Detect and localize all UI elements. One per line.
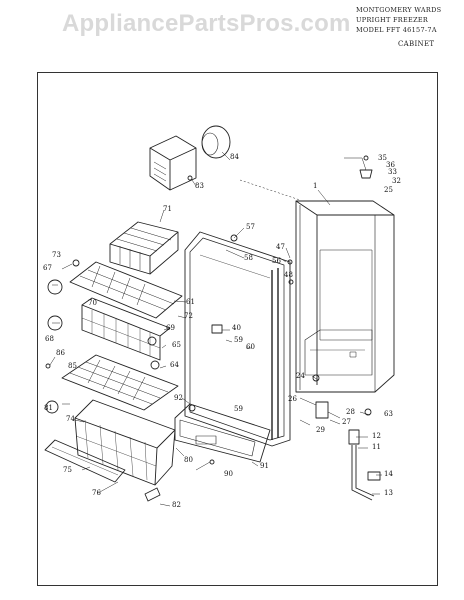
- callout-64: 64: [170, 361, 179, 369]
- callout-75: 75: [63, 466, 72, 474]
- callout-76: 76: [92, 489, 101, 497]
- callout-24: 24: [296, 372, 305, 380]
- callout-84: 84: [230, 153, 239, 161]
- callout-26: 26: [288, 395, 297, 403]
- callout-13: 13: [384, 489, 393, 497]
- diagram-frame: [37, 72, 438, 586]
- callout-35: 35: [378, 154, 387, 162]
- callout-82: 82: [172, 501, 181, 509]
- callout-90: 90: [224, 470, 233, 478]
- callout-27: 27: [342, 418, 351, 426]
- watermark-text: AppliancePartsPros.com: [62, 10, 351, 37]
- callout-14: 14: [384, 470, 393, 478]
- callout-29: 29: [316, 426, 325, 434]
- callout-73: 73: [52, 251, 61, 259]
- callout-91: 91: [260, 462, 269, 470]
- callout-11: 11: [372, 443, 381, 451]
- callout-67: 67: [43, 264, 52, 272]
- callout-86: 86: [56, 349, 65, 357]
- callout-69: 69: [166, 324, 175, 332]
- door-part: [184, 231, 291, 447]
- header-brand: MONTGOMERY WARDS: [356, 6, 442, 14]
- leader-lines: [49, 151, 382, 507]
- callout-60: 60: [246, 343, 255, 351]
- wire-shelf-part: [61, 354, 179, 411]
- callout-25: 25: [384, 186, 393, 194]
- callout-48: 48: [284, 271, 293, 279]
- callout-71: 71: [163, 205, 172, 213]
- wire-rack-part: [109, 221, 179, 275]
- callout-85: 85: [68, 362, 77, 370]
- toe-grille-part: [174, 403, 271, 463]
- callout-59a: 59: [234, 336, 243, 344]
- callout-68: 68: [45, 335, 54, 343]
- callout-61: 61: [186, 298, 195, 306]
- header-model: MODEL FFT 46157-7A: [356, 26, 437, 34]
- callout-28: 28: [346, 408, 355, 416]
- callout-83: 83: [195, 182, 204, 190]
- bottom-basket-part: [74, 399, 176, 486]
- callout-92: 92: [174, 394, 183, 402]
- callout-81: 81: [44, 404, 53, 412]
- drain-hose-part: [348, 429, 381, 501]
- callout-36: 36: [386, 161, 395, 169]
- callout-74: 74: [66, 415, 75, 423]
- callout-12: 12: [372, 432, 381, 440]
- callout-33: 33: [388, 168, 397, 176]
- callout-65: 65: [172, 341, 181, 349]
- callout-80: 80: [184, 456, 193, 464]
- section-title: CABINET: [398, 40, 435, 48]
- callout-59b: 59: [234, 405, 243, 413]
- callout-47: 47: [276, 243, 285, 251]
- cabinet-part: [295, 200, 395, 393]
- callout-57: 57: [246, 223, 255, 231]
- shelf-part: [69, 261, 183, 319]
- kick-plate-part: [44, 439, 126, 483]
- callout-32: 32: [392, 177, 401, 185]
- callout-56: 56: [272, 257, 281, 265]
- door-basket-part: [81, 297, 171, 361]
- hardware-parts: [45, 155, 373, 502]
- header-product: UPRIGHT FREEZER: [356, 16, 429, 24]
- callout-58: 58: [244, 254, 253, 262]
- callout-1: 1: [313, 182, 318, 190]
- callout-63: 63: [384, 410, 393, 418]
- callout-40: 40: [232, 324, 241, 332]
- callout-70: 70: [88, 299, 97, 307]
- fan-housing-part: [149, 125, 231, 191]
- callout-72: 72: [184, 312, 193, 320]
